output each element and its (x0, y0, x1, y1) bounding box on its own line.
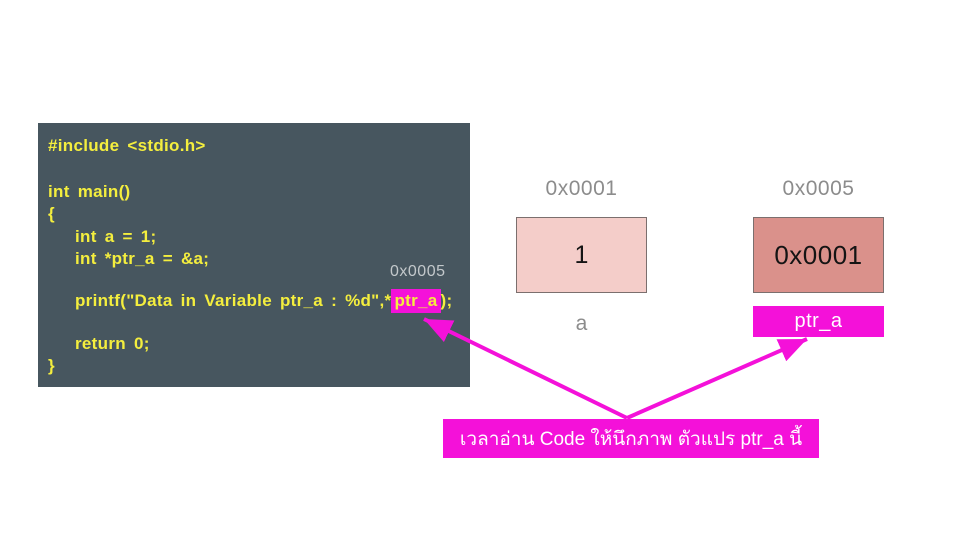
code-block: #include <stdio.h> int main() { int a = … (38, 123, 470, 387)
memory-box-ptr: 0x0001 (753, 217, 884, 293)
printf-ptr-highlight: ptr_a (391, 289, 441, 313)
variable-name-a: a (575, 312, 588, 335)
code-line-main: int main() (48, 182, 131, 201)
address-label-ptr: 0x0005 (782, 177, 855, 200)
annotation-note: เวลาอ่าน Code ให้นึกภาพ ตัวแปร ptr_a นี้ (443, 419, 819, 458)
address-label-a: 0x0001 (545, 177, 618, 200)
arrow-to-ptr-tag-icon (626, 337, 808, 420)
printf-text-post: ); (440, 291, 453, 310)
code-line-include: #include <stdio.h> (48, 136, 206, 155)
code-line-printf: printf("Data in Variable ptr_a : %d",*pt… (75, 289, 453, 313)
printf-text-pre: printf("Data in Variable ptr_a : %d",* (75, 291, 392, 310)
memory-value-a: 1 (574, 240, 589, 269)
code-line-decl-ptr: int *ptr_a = &a; (75, 249, 210, 268)
code-line-open-brace: { (48, 204, 55, 223)
pointer-name-tag: ptr_a (753, 306, 884, 337)
code-line-decl-a: int a = 1; (75, 227, 157, 246)
memory-box-a: 1 (516, 217, 647, 293)
memory-value-ptr: 0x0001 (774, 239, 863, 270)
code-line-return: return 0; (75, 334, 150, 353)
code-line-close-brace: } (48, 356, 55, 375)
code-inline-address-label: 0x0005 (390, 263, 446, 280)
